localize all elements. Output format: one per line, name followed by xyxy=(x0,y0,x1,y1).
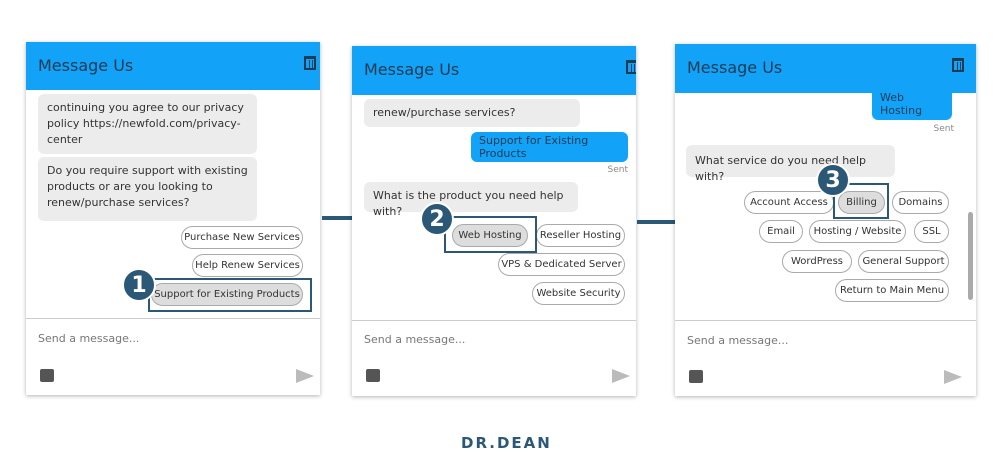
scrollbar[interactable] xyxy=(968,212,973,300)
step-badge: 3 xyxy=(816,163,850,197)
chat-header: Message Us xyxy=(675,44,976,93)
message-input[interactable]: Send a message... xyxy=(38,332,140,345)
image-icon[interactable] xyxy=(40,369,54,382)
highlight-box xyxy=(833,183,889,219)
chat-panel-2: Message Us renew/purchase services? Supp… xyxy=(352,46,636,396)
logo: DR.DEAN xyxy=(461,434,552,452)
chat-header: Message Us xyxy=(352,46,636,95)
chat-panel-3: Web Hosting Sent What service do you nee… xyxy=(675,44,976,396)
sent-label: Sent xyxy=(607,165,628,175)
bot-message: What is the product you need help with? xyxy=(364,182,578,218)
chat-panel-1: Message Us continuing you agree to our p… xyxy=(26,42,320,395)
bot-message: What service do you need help with? xyxy=(686,145,895,183)
header-title: Message Us xyxy=(38,56,134,75)
message-input[interactable]: Send a message... xyxy=(364,333,466,346)
bot-message: continuing you agree to our privacy poli… xyxy=(38,94,257,154)
step-badge: 2 xyxy=(420,202,454,236)
send-icon[interactable] xyxy=(612,369,630,383)
header-title: Message Us xyxy=(364,60,460,79)
trash-icon[interactable] xyxy=(626,60,636,74)
option-email[interactable]: Email xyxy=(759,220,803,243)
trash-icon[interactable] xyxy=(304,56,316,70)
option-account-access[interactable]: Account Access xyxy=(744,191,834,214)
user-message: Support for Existing Products xyxy=(471,132,628,162)
step-badge: 1 xyxy=(122,268,156,302)
divider xyxy=(352,320,636,321)
trash-icon[interactable] xyxy=(952,58,964,72)
option-hosting-website[interactable]: Hosting / Website xyxy=(809,220,906,243)
privacy-link[interactable]: https://newfold.com/privacy-center xyxy=(47,117,241,146)
option-return-main-menu[interactable]: Return to Main Menu xyxy=(835,279,949,302)
send-icon[interactable] xyxy=(944,370,962,384)
divider xyxy=(675,320,976,321)
image-icon[interactable] xyxy=(689,370,703,383)
header-title: Message Us xyxy=(687,58,783,77)
option-wordpress[interactable]: WordPress xyxy=(782,250,852,273)
option-vps-dedicated[interactable]: VPS & Dedicated Server xyxy=(498,253,625,276)
option-general-support[interactable]: General Support xyxy=(858,250,949,273)
sent-label: Sent xyxy=(933,124,954,134)
option-support-existing-products[interactable]: Support for Existing Products xyxy=(151,283,303,306)
arrow-icon xyxy=(322,216,366,220)
send-icon[interactable] xyxy=(296,369,314,383)
highlight-box xyxy=(148,278,312,312)
bot-message: renew/purchase services? xyxy=(364,99,580,127)
image-icon[interactable] xyxy=(366,369,380,382)
chat-header: Message Us xyxy=(26,42,320,90)
option-domains[interactable]: Domains xyxy=(892,191,949,214)
divider xyxy=(26,318,320,319)
option-reseller-hosting[interactable]: Reseller Hosting xyxy=(536,224,625,247)
option-website-security[interactable]: Website Security xyxy=(532,282,625,305)
option-ssl[interactable]: SSL xyxy=(914,220,949,243)
user-message: Web Hosting xyxy=(872,88,952,120)
arrow-icon xyxy=(637,220,683,224)
bot-message: Do you require support with existing pro… xyxy=(38,157,257,221)
option-purchase-new-services[interactable]: Purchase New Services xyxy=(181,226,303,249)
option-billing[interactable]: Billing xyxy=(838,191,885,214)
option-web-hosting[interactable]: Web Hosting xyxy=(452,224,528,247)
highlight-box xyxy=(444,216,537,253)
message-input[interactable]: Send a message... xyxy=(687,334,789,347)
option-help-renew-services[interactable]: Help Renew Services xyxy=(192,254,303,277)
